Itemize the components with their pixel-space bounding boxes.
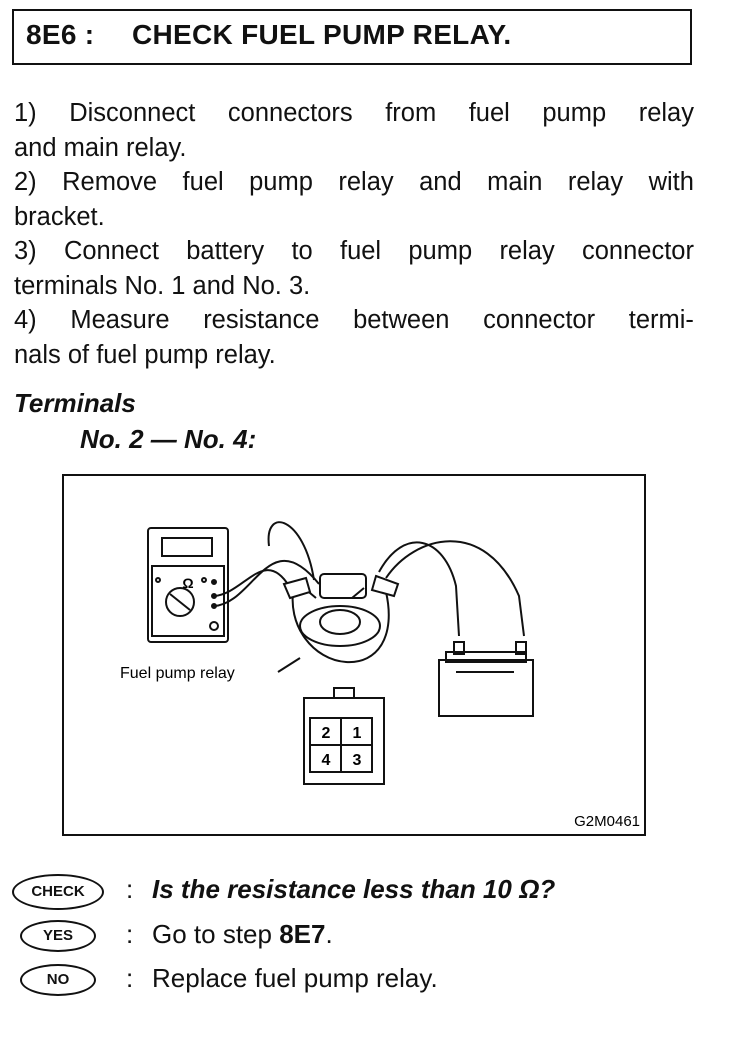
pin-4: 4 <box>322 752 331 769</box>
step-3-line-1: 3) Connect battery to fuel pump relay co… <box>14 237 694 265</box>
step-2-line-2: bracket. <box>14 202 105 231</box>
pin-2: 2 <box>322 725 331 742</box>
clip-left <box>282 576 312 600</box>
relay-housing <box>291 585 390 664</box>
pin-1: 1 <box>353 725 362 742</box>
relay-label: Fuel pump relay <box>120 665 235 682</box>
step-1-line-2: and main relay. <box>14 133 187 162</box>
test-diagram: Ω Fuel pump relay 2 1 4 3 G2M0461 <box>62 474 646 836</box>
meter-symbol: Ω <box>182 575 193 591</box>
yes-text: Go to step 8E7. <box>152 919 333 949</box>
lead-to-battery-pos <box>385 540 525 637</box>
probe-lead-1 <box>213 569 290 597</box>
no-colon: : <box>126 963 134 993</box>
check-colon: : <box>126 874 134 904</box>
step-1-line-1: 1) Disconnect connectors from fuel pump … <box>14 99 694 127</box>
yes-row: YES : Go to step 8E7. <box>12 914 712 958</box>
step-2-line-1: 2) Remove fuel pump relay and main relay… <box>14 168 694 196</box>
terminals-pair: No. 2 — No. 4: <box>80 424 257 454</box>
clip-right <box>370 574 400 598</box>
diagram-drawing: Ω Fuel pump relay 2 1 4 3 G2M0461 <box>120 521 640 830</box>
step-number: 8E6 : <box>26 19 95 50</box>
multimeter-display <box>161 537 213 557</box>
multimeter-jack <box>209 621 219 631</box>
check-badge: CHECK <box>12 874 104 910</box>
check-row: CHECK : Is the resistance less than 10 Ω… <box>12 868 712 912</box>
lead-to-battery-neg <box>378 541 460 637</box>
step-4-line-1: 4) Measure resistance between connector … <box>14 306 694 334</box>
multimeter-dial <box>165 587 195 617</box>
probe-lead-2 <box>213 559 320 607</box>
relay-base <box>299 605 381 647</box>
procedure-steps: 1) Disconnect connectors from fuel pump … <box>14 96 694 372</box>
step-header: 8E6 : CHECK FUEL PUMP RELAY. <box>12 9 692 65</box>
pin-3: 3 <box>353 752 362 769</box>
lead-top-left <box>267 521 315 581</box>
relay-connector <box>319 573 367 599</box>
yes-colon: : <box>126 919 134 949</box>
multimeter-face <box>151 565 225 637</box>
no-text: Replace fuel pump relay. <box>152 963 438 993</box>
check-question: Is the resistance less than 10 Ω? <box>152 874 556 904</box>
no-row: NO : Replace fuel pump relay. <box>12 958 712 1002</box>
yes-step-ref: 8E7 <box>279 919 326 949</box>
figure-code: G2M0461 <box>574 813 640 830</box>
relay-label-leader <box>277 657 301 673</box>
step-3-line-2: terminals No. 1 and No. 3. <box>14 271 311 300</box>
step-4-line-2: nals of fuel pump relay. <box>14 340 276 369</box>
step-title: CHECK FUEL PUMP RELAY. <box>132 19 512 50</box>
battery <box>438 659 534 717</box>
no-badge: NO <box>20 964 96 996</box>
yes-badge: YES <box>20 920 96 952</box>
multimeter-body <box>147 527 229 643</box>
terminals-heading: Terminals <box>14 388 136 418</box>
